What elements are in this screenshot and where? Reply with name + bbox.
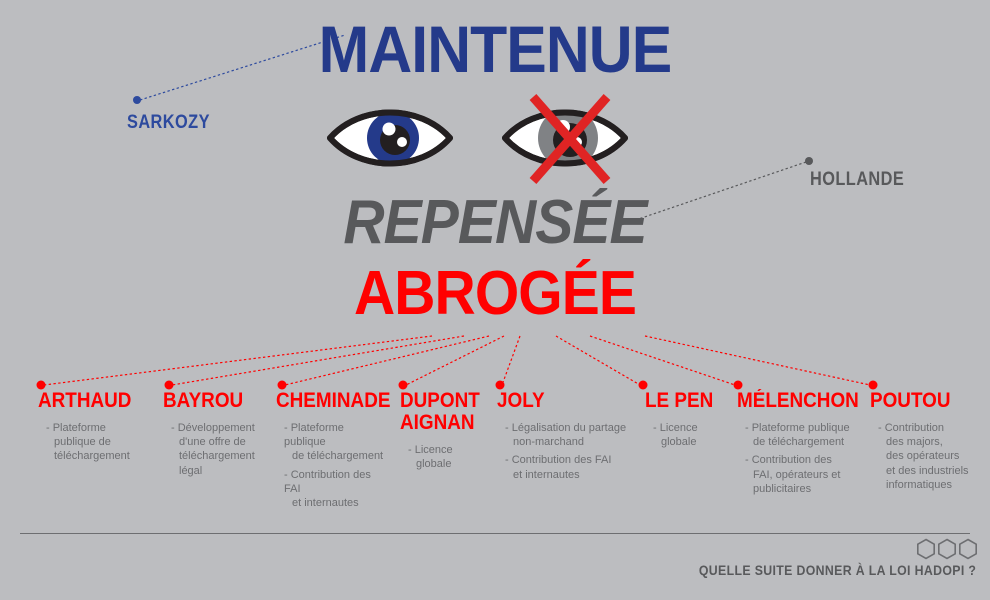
hexagon-outline-icon <box>937 538 957 560</box>
red-cross-icon <box>529 94 611 184</box>
headline-repensee: REPENSÉE <box>343 188 647 257</box>
annotation-label-hollande: HOLLANDE <box>810 169 905 190</box>
footer-divider <box>20 533 970 534</box>
candidate-name: BAYROU <box>163 389 244 412</box>
hexagon-outline-icon <box>916 538 936 560</box>
candidate-name: CHEMINADE <box>276 389 391 412</box>
candidate-name: POUTOU <box>870 389 951 412</box>
footer-hexagon-group <box>916 538 978 560</box>
candidate-name: ARTHAUD <box>38 389 132 412</box>
candidate-name: MÉLENCHON <box>737 389 859 412</box>
eye-crossed-out-icon <box>502 94 628 184</box>
annotation-label-sarkozy: SARKOZY <box>127 112 210 133</box>
headline-abrogee: ABROGÉE <box>354 259 637 328</box>
headline-maintenue: MAINTENUE <box>318 12 673 86</box>
footer-caption: QUELLE SUITE DONNER À LA LOI HADOPI ? <box>698 562 976 578</box>
candidate-name: LE PEN <box>645 389 714 412</box>
candidate-name: JOLY <box>497 389 545 412</box>
eye-open-icon <box>327 109 453 167</box>
hexagon-outline-icon <box>958 538 978 560</box>
connector-fan-abrogee <box>36 335 878 390</box>
